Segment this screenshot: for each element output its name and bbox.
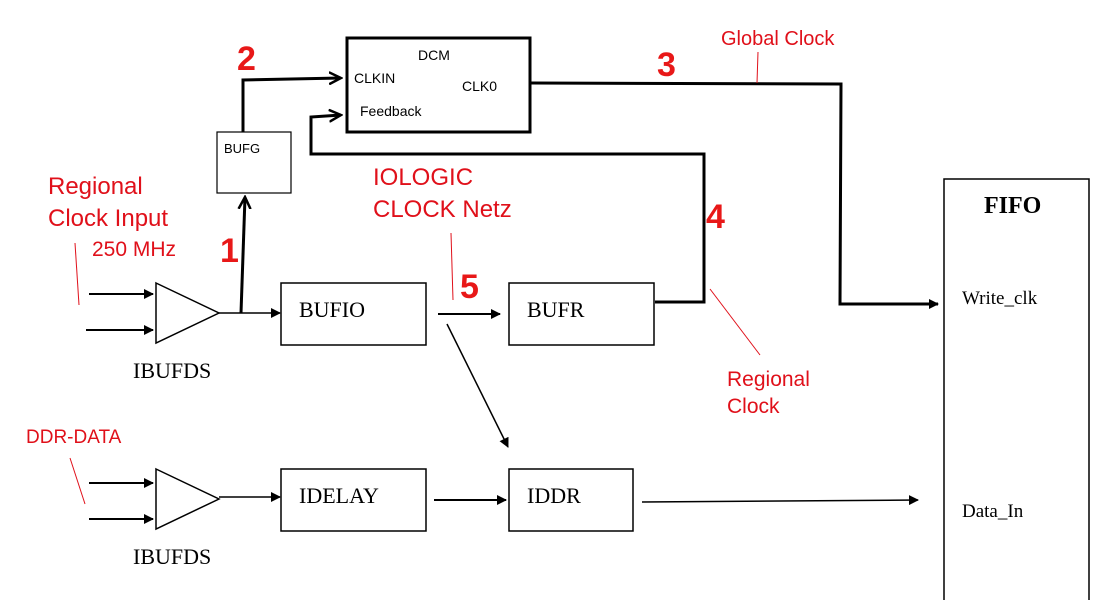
- dcm-block: [345, 36, 532, 134]
- fifo-data-in-port: Data_In: [962, 501, 1024, 522]
- iologic-label: IOLOGIC: [373, 164, 473, 191]
- marker-4: 4: [706, 198, 725, 236]
- iddr-block: [508, 468, 634, 532]
- regional-clock-input-label-2: Clock Input: [48, 205, 168, 232]
- marker-2: 2: [237, 40, 256, 78]
- iddr-label: IDDR: [527, 483, 581, 508]
- global-clock-net: [530, 81, 939, 309]
- idelay-block: [280, 468, 427, 532]
- idelay-label: IDELAY: [299, 483, 379, 508]
- regional-clock-label: Regional: [727, 368, 810, 391]
- bufg-label: BUFG: [224, 141, 260, 156]
- clk-input-pointer: [74, 242, 80, 306]
- bufio-label: BUFIO: [299, 297, 365, 322]
- dcm-clkin-port: CLKIN: [354, 70, 395, 86]
- ddr-data-pointer: [69, 457, 86, 505]
- bufg-to-dcm-clkin: [241, 78, 341, 132]
- iddr-to-fifo: [641, 495, 919, 506]
- fifo-write-clk-port: Write_clk: [962, 288, 1038, 309]
- bufio-to-iddr: [446, 323, 509, 448]
- marker-1: 1: [220, 232, 239, 270]
- iologic-label-2: CLOCK Netz: [373, 196, 512, 223]
- iologic-pointer: [450, 232, 454, 301]
- bufg-block: [216, 131, 292, 194]
- dcm-feedback-port: Feedback: [360, 103, 422, 119]
- regional-clock-input-label: Regional: [48, 173, 143, 200]
- fifo-block: [943, 178, 1090, 600]
- bufr-label: BUFR: [527, 297, 585, 322]
- ibufds-bottom-shape: [155, 467, 221, 531]
- ibufds-bottom-label: IBUFDS: [133, 544, 211, 569]
- marker-5: 5: [460, 268, 479, 306]
- global-clock-pointer: [756, 51, 759, 84]
- marker-3: 3: [657, 46, 676, 84]
- bufr-feedback-loop: [309, 115, 706, 304]
- regional-clock-pointer: [709, 288, 761, 356]
- global-clock-label: Global Clock: [721, 28, 835, 50]
- fifo-title: FIFO: [984, 193, 1041, 219]
- ibufds-top-triangle: [155, 281, 221, 345]
- dcm-clk0-port: CLK0: [462, 78, 497, 94]
- frequency-label: 250 MHz: [92, 238, 176, 261]
- dcm-title: DCM: [418, 47, 450, 63]
- clock-to-bufg: [241, 197, 245, 314]
- ddr-data-label: DDR-DATA: [26, 427, 122, 448]
- regional-clock-label-2: Clock: [727, 395, 780, 418]
- bufr-block: [508, 282, 655, 346]
- bufio-block: [280, 282, 427, 346]
- ibufds-top-label: IBUFDS: [133, 358, 211, 383]
